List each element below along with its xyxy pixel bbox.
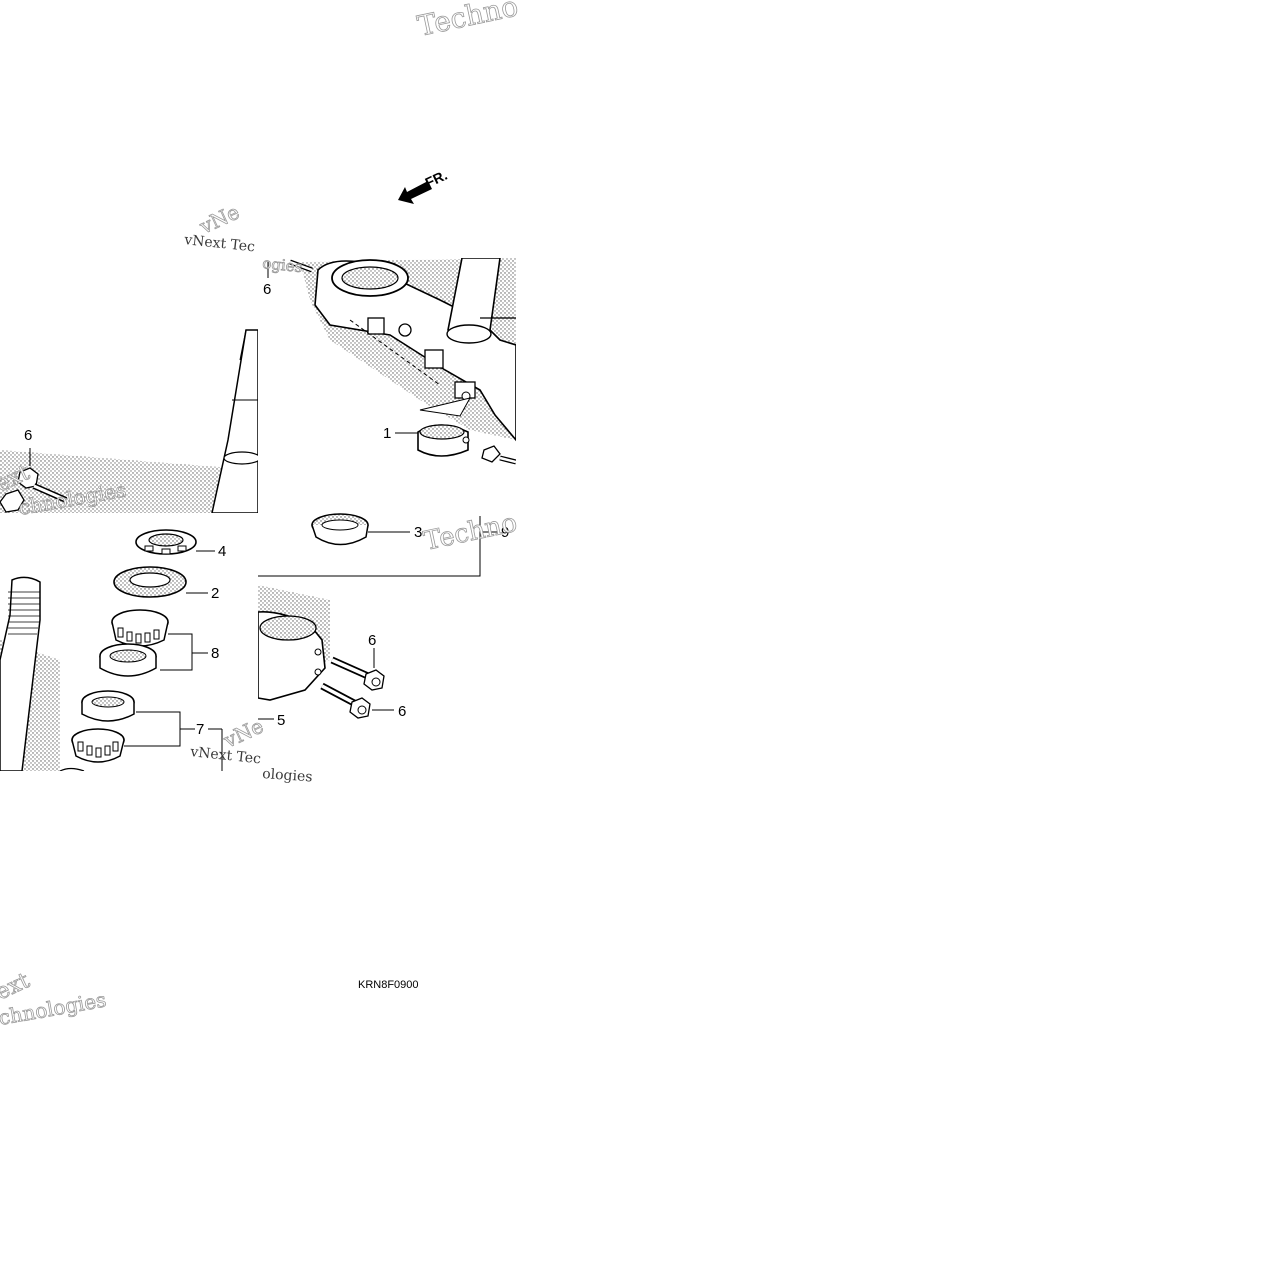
callout-6: 6	[368, 632, 376, 649]
bolt-icon	[481, 445, 516, 465]
callout-4: 4	[218, 543, 226, 560]
watermark-text: ologies	[262, 766, 313, 785]
bolt-icon	[17, 467, 68, 503]
front-arrow-icon: FR.	[398, 167, 450, 204]
lock-nut-icon	[135, 529, 197, 555]
callout-1: 1	[383, 425, 391, 442]
callout-5: 5	[277, 712, 285, 729]
callout-7: 7	[196, 721, 204, 738]
bearing-set-drawing	[0, 529, 223, 771]
watermark-text: Techno	[421, 508, 520, 557]
callout-labels: 6 6 1 3 9 4 2 8 6 6 5 7	[24, 281, 509, 738]
callout-2: 2	[211, 585, 219, 602]
drawing-code: KRN8F0900	[358, 979, 419, 991]
callout-3: 3	[414, 524, 422, 541]
bolt-icon	[320, 682, 371, 719]
watermark-text: vNext Tec	[183, 232, 256, 255]
top-bridge-drawing	[267, 258, 516, 465]
lower-bearing-icon	[71, 690, 135, 763]
upper-bearing-icon	[99, 609, 169, 677]
watermark-text: vNext Tec	[189, 744, 262, 767]
dust-seal-icon	[311, 513, 369, 546]
watermark-text: ogies	[262, 254, 304, 276]
callout-6: 6	[263, 281, 271, 298]
watermarks: Techno Techno vNext Tec ogies vNe ext ch…	[0, 0, 521, 1030]
bolt-icon	[289, 259, 313, 273]
fork-tube-drawing	[0, 329, 258, 513]
front-label: FR.	[423, 167, 450, 191]
callout-8: 8	[211, 645, 219, 662]
watermark-text: Techno	[415, 0, 521, 43]
callout-6: 6	[398, 703, 406, 720]
nut-icon	[0, 489, 25, 513]
callout-6: 6	[24, 427, 32, 444]
callout-9: 9	[501, 524, 509, 541]
bottom-bridge-drawing	[258, 513, 498, 720]
bolt-icon	[330, 656, 385, 691]
washer-icon	[113, 566, 187, 598]
